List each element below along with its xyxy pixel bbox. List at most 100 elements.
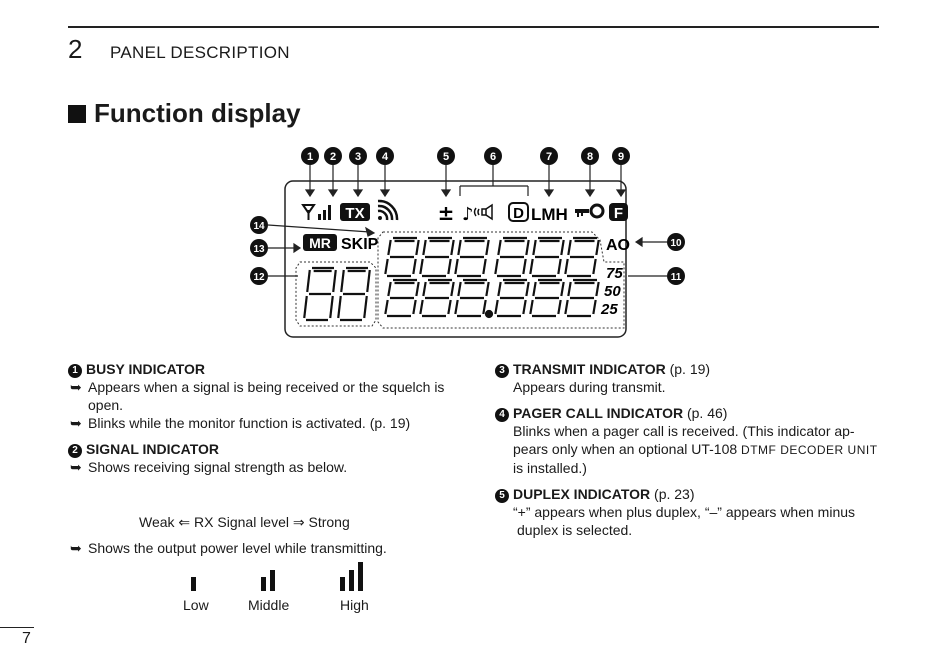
svg-text:5: 5 xyxy=(443,151,449,163)
segment xyxy=(482,258,487,275)
number-1-icon: 1 xyxy=(68,364,82,378)
mr-label: MR xyxy=(309,235,331,251)
svg-text:4: 4 xyxy=(382,151,389,163)
top-rule xyxy=(68,26,879,28)
svg-text:2: 2 xyxy=(330,151,336,163)
svg-text:14: 14 xyxy=(253,221,265,232)
duplex-body-b: duplex is selected. xyxy=(517,522,633,538)
busy-bullet-2: ➥Blinks while the monitor function is ac… xyxy=(70,415,411,431)
number-4-icon: 4 xyxy=(495,408,509,422)
square-bullet-icon xyxy=(68,104,86,123)
number-3-icon: 3 xyxy=(495,364,509,378)
segment xyxy=(363,295,368,319)
segment xyxy=(306,269,311,293)
key-lock-icon xyxy=(575,203,605,219)
pager-page: (p. 46) xyxy=(686,405,728,421)
segment xyxy=(412,299,417,315)
skip-indicator: SKIP xyxy=(341,236,379,253)
lcd-digit xyxy=(494,278,530,318)
duplex-page: (p. 23) xyxy=(654,486,695,502)
rx-level-caption: Weak ⇐ RX Signal level ⇒ Strong xyxy=(139,514,350,530)
number-2-icon: 2 xyxy=(68,444,82,458)
function-indicator xyxy=(609,203,628,221)
segment xyxy=(384,299,389,315)
signal-bullet-1: ➥Shows receiving signal strength as belo… xyxy=(70,459,348,475)
channel-digits-area xyxy=(295,261,377,327)
segment xyxy=(557,258,562,275)
lcd-digit xyxy=(384,236,420,278)
callout-circles xyxy=(250,147,685,285)
svg-text:1: 1 xyxy=(307,151,313,163)
high-bar-1 xyxy=(340,577,345,591)
segment xyxy=(532,281,537,297)
segment xyxy=(415,281,420,297)
svg-text:6: 6 xyxy=(490,151,496,163)
level-low: Low xyxy=(183,597,209,613)
segment xyxy=(447,299,452,315)
note-icon: ♪ xyxy=(462,204,474,225)
chapter-title: PANEL DESCRIPTION xyxy=(110,43,290,62)
segment xyxy=(387,239,392,256)
power-level-indicator: LMH xyxy=(531,205,568,224)
segment xyxy=(419,258,424,275)
duplex-body: “+” appears when plus duplex, “–” appear… xyxy=(495,503,879,539)
segment xyxy=(564,299,569,315)
segment xyxy=(482,299,487,315)
segment xyxy=(592,299,597,315)
signal-bullet-1-text: Shows receiving signal strength as below… xyxy=(88,459,348,475)
segment xyxy=(337,295,342,319)
middle-bar-1 xyxy=(261,577,266,591)
transmit-body: Appears during transmit. xyxy=(513,379,666,395)
segment xyxy=(560,281,565,297)
segment xyxy=(454,258,459,275)
segment xyxy=(450,239,455,256)
lcd-digit xyxy=(419,278,455,318)
tx-label: TX xyxy=(345,205,364,222)
decimal-point xyxy=(484,309,494,319)
segment xyxy=(532,239,537,256)
high-bar-3 xyxy=(358,562,363,591)
lcd-digit xyxy=(454,278,490,318)
segment xyxy=(525,239,530,256)
segment xyxy=(457,239,462,256)
step-25: 25 xyxy=(600,301,618,318)
busy-bullet-1: ➥Appears when a signal is being received… xyxy=(70,379,445,413)
power-bullet: ➥Shows the output power level while tran… xyxy=(70,540,387,556)
segment xyxy=(560,239,565,256)
segment xyxy=(564,258,569,275)
left-column: 1 BUSY INDICATOR ➥Appears when a signal i… xyxy=(68,360,463,476)
lcd-digit xyxy=(337,266,371,322)
lcd-digit xyxy=(303,266,337,322)
tx-power-levels xyxy=(191,562,363,591)
segment xyxy=(485,281,490,297)
number-5-icon: 5 xyxy=(495,489,509,503)
segment xyxy=(567,281,572,297)
segment xyxy=(387,281,392,297)
memory-indicator xyxy=(303,234,337,251)
duplex-body-a: “+” appears when plus duplex, “–” appear… xyxy=(513,504,856,520)
middle-bar-2 xyxy=(270,570,275,591)
segment xyxy=(384,258,389,275)
segment xyxy=(450,281,455,297)
duplex-indicator: ± xyxy=(438,201,455,225)
lcd-digit xyxy=(494,236,530,278)
segment xyxy=(522,258,527,275)
pager-body-b: pears only when an optional UT-108 xyxy=(513,441,738,457)
lcd-digit xyxy=(529,236,565,278)
digital-indicator xyxy=(508,202,529,222)
chapter-number: 2 xyxy=(68,34,83,64)
signal-bars-icon xyxy=(301,204,331,220)
transmit-page: (p. 19) xyxy=(669,361,711,377)
seven-segment-digits xyxy=(303,236,600,322)
segment xyxy=(447,258,452,275)
level-middle: Middle xyxy=(248,597,290,613)
busy-title: BUSY INDICATOR xyxy=(86,361,206,377)
lcd-digit xyxy=(419,236,455,278)
level-high: High xyxy=(340,597,369,613)
